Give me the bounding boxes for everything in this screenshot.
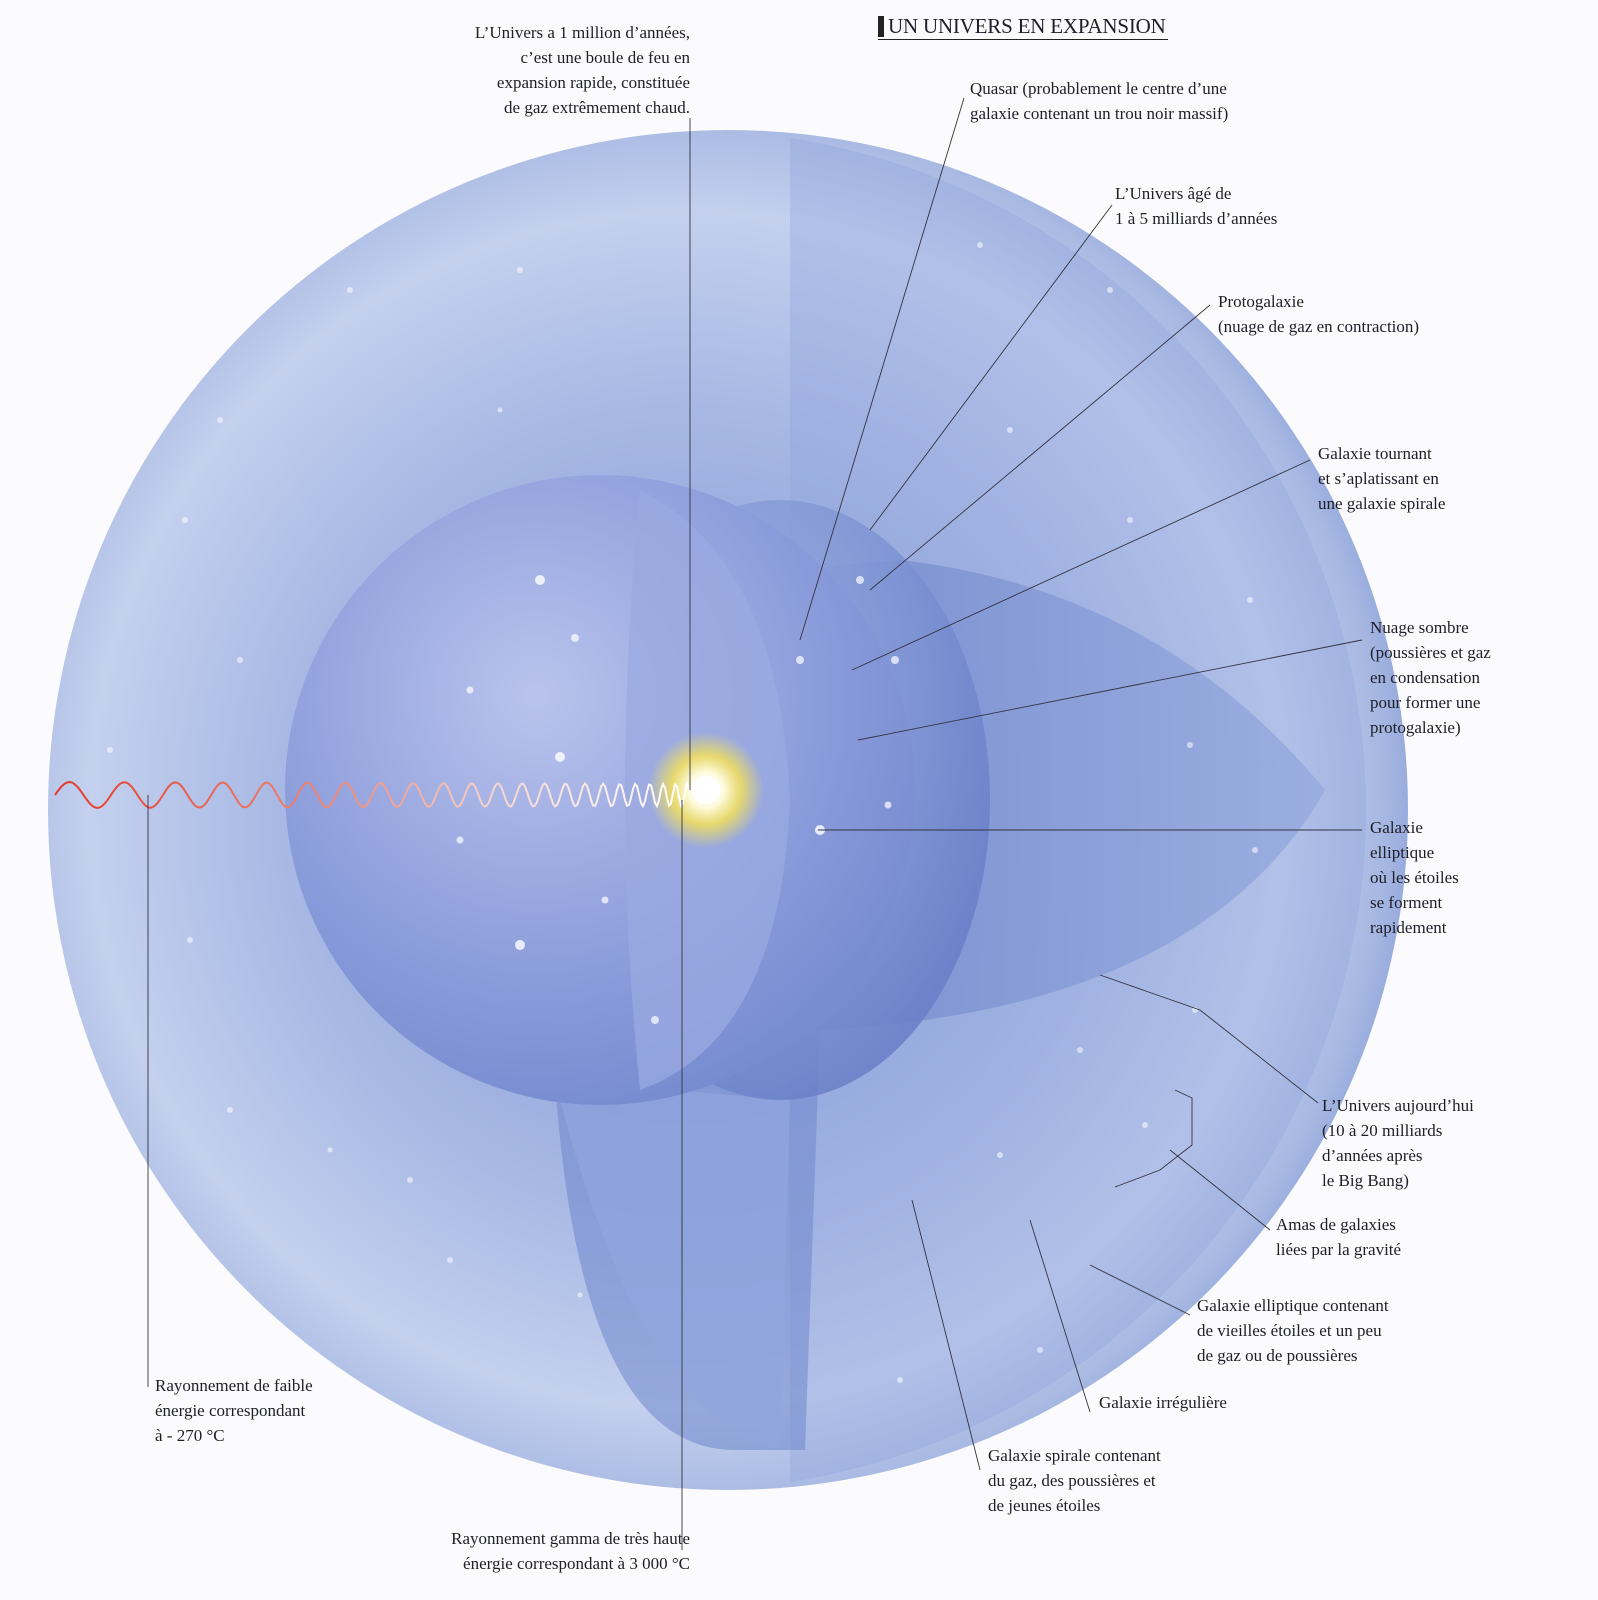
- title-marker: [878, 16, 884, 37]
- radiation-wave: [54, 780, 690, 809]
- label-quasar: Quasar (probablement le centre d’une gal…: [970, 79, 1229, 123]
- label-galaxy-clusters: Amas de galaxies liées par la gravité: [1276, 1215, 1402, 1259]
- galaxy-specks: [107, 242, 1258, 1383]
- label-spiral-galaxy: Galaxie spirale contenant du gaz, des po…: [988, 1446, 1161, 1515]
- label-elliptical-galaxy-old-stars: Galaxie elliptique contenant de vieilles…: [1197, 1296, 1389, 1365]
- label-spinning-galaxy: Galaxie tournant et s’aplatissant en une…: [1318, 444, 1446, 513]
- label-elliptical-galaxy-forming: Galaxie elliptique où les étoiles se for…: [1370, 818, 1459, 937]
- label-irregular-galaxy: Galaxie irrégulière: [1099, 1393, 1227, 1412]
- leader-lines: [147, 97, 1363, 1550]
- label-universe-today: L’Univers aujourd’hui (10 à 20 milliards…: [1322, 1096, 1474, 1190]
- core-flash: [648, 732, 764, 848]
- page-title: UN UNIVERS EN EXPANSION: [878, 13, 1168, 40]
- label-universe-1-5-billion-years: L’Univers âgé de 1 à 5 milliards d’année…: [1115, 184, 1278, 228]
- label-low-energy-radiation: Rayonnement de faible énergie correspond…: [155, 1376, 313, 1445]
- label-dark-cloud: Nuage sombre (poussières et gaz en conde…: [1370, 618, 1491, 737]
- label-protogalaxy: Protogalaxie (nuage de gaz en contractio…: [1218, 292, 1420, 336]
- label-gamma-radiation: Rayonnement gamma de très haute énergie …: [451, 1529, 690, 1573]
- label-fireball-1-million-years: L’Univers a 1 million d’années, c’est un…: [474, 23, 690, 117]
